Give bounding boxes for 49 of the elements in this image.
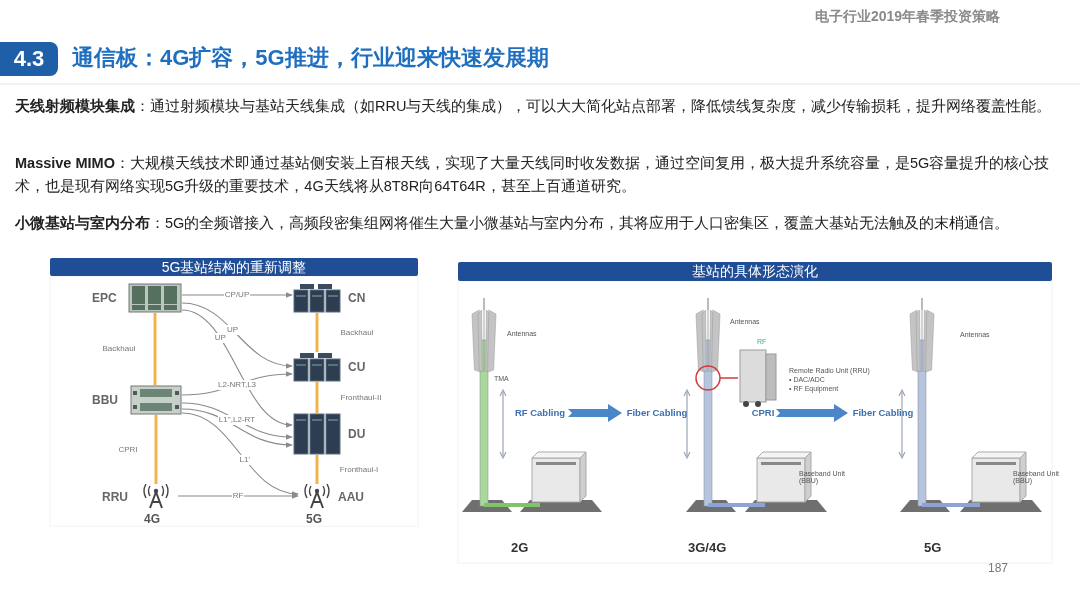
node-label: AAU (338, 489, 364, 505)
edge-label: L1' (238, 454, 251, 465)
arrow (776, 404, 848, 422)
link-line (315, 313, 319, 352)
cabling-label: RF Cabling (513, 406, 567, 420)
node-label: RRU (102, 489, 128, 505)
node-label: BBU (92, 392, 118, 408)
edge-label: UP (225, 324, 239, 335)
cabling-label: CPRI (750, 406, 776, 420)
section-number-badge: 4.3 (0, 42, 58, 76)
arrow (181, 412, 299, 496)
link-line (315, 382, 319, 413)
paragraph: 小微基站与室内分布：5G的全频谱接入，高频段密集组网将催生大量小微基站与室内分布，其将应用于人口密集区，覆盖大基站无法触及的末梢通信。 (15, 214, 1011, 233)
arrow (568, 404, 622, 422)
arrow (181, 302, 293, 368)
generation-label: 3G/4G (688, 540, 727, 555)
cabling-label: Fiber Cabling (851, 406, 915, 420)
edge-label: RF (231, 491, 245, 501)
arrow (181, 408, 293, 448)
arrow (181, 309, 293, 427)
edge-label: CP/UP (223, 290, 251, 300)
edge-label: Backhaul (101, 344, 137, 354)
report-title: 电子行业2019年春季投资策略 (815, 8, 1001, 26)
edge-label: Fronthaul-II (339, 392, 383, 403)
paragraph: 天线射频模块集成：通过射频模块与基站天线集成（如RRU与天线的集成），可以大大简化站点部署，降低馈线复杂度，减少传输损耗，提升网络覆盖性能。 (15, 97, 1053, 116)
generation-label: 5G (924, 540, 942, 555)
page-number: 187 (988, 561, 1009, 575)
panel-heading: 5G基站结构的重新调整 (50, 258, 418, 276)
panel-heading: 基站的具体形态演化 (458, 262, 1052, 281)
edge-label: CPRI (117, 444, 139, 455)
column-label: 5G (306, 512, 322, 526)
column-label: 4G (144, 512, 160, 526)
slide-title: 通信板：4G扩容，5G推进，行业迎来快速发展期 (72, 44, 549, 72)
node-label: CN (348, 290, 366, 306)
link-line (315, 455, 319, 484)
node-label: CU (348, 359, 366, 375)
link-line (154, 415, 158, 484)
generation-label: 2G (511, 540, 529, 555)
edge-label: UP (213, 332, 227, 343)
link-line (153, 313, 157, 385)
edge-label: Fronthaul-I (338, 464, 380, 475)
arrow (177, 493, 299, 499)
edge-label: Backhaul (339, 327, 375, 338)
node-label: DU (348, 426, 366, 442)
paragraph: Massive MIMO：大规模天线技术即通过基站侧安装上百根天线，实现了大量天线同时收发数据，通过空间复用，极大提升系统容量，是5G容量提升的核心技术，也是现有网络实现5G升级的重要技术，4G天线将从8T8R向64T64R，甚至上百通道研究。 (15, 154, 1051, 196)
edge-label: L1'',L2-RT (217, 415, 257, 425)
cabling-label: Fiber Cabling (625, 406, 689, 420)
node-label: EPC (92, 290, 117, 306)
edge-label: L2-NRT,L3 (216, 379, 258, 390)
